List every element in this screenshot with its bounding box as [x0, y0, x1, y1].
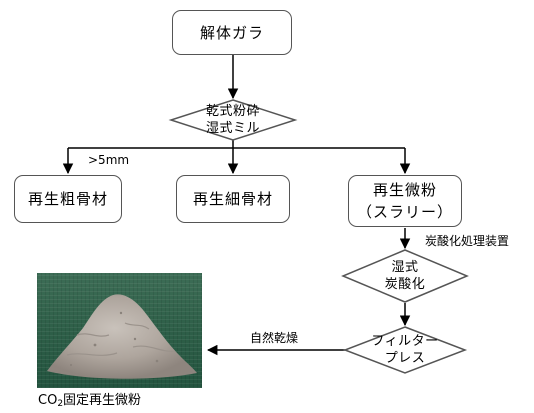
node-wet-carbonation: 湿式 炭酸化 — [343, 259, 467, 293]
node-recycled-fine-aggregate: 再生細骨材 — [176, 175, 290, 223]
size-note: >5mm — [88, 153, 130, 167]
node-wet-carbonation-line2: 炭酸化 — [384, 277, 426, 292]
node-wet-carbonation-line1: 湿式 — [391, 260, 419, 275]
caption-prefix: CO — [38, 393, 58, 408]
powder-pile-image — [47, 294, 197, 379]
node-recycled-coarse-aggregate: 再生粗骨材 — [14, 175, 122, 223]
drying-note: 自然乾燥 — [250, 331, 299, 345]
node-crushing-milling: 乾式粉砕 湿式ミル — [171, 103, 295, 137]
device-note: 炭酸化処理装置 — [425, 234, 510, 248]
photo-caption: CO2固定再生微粉 — [38, 392, 141, 413]
node-recycled-powder-line1: 再生微粉 — [372, 181, 437, 199]
caption-subscript: 2 — [57, 399, 64, 409]
node-crushing-line2: 湿式ミル — [205, 121, 260, 136]
node-filter-press-line1: フィルター — [371, 334, 439, 349]
decision-carbonation — [341, 249, 469, 303]
powder-photo — [37, 273, 202, 388]
node-demolition-debris-label: 解体ガラ — [199, 23, 264, 42]
node-recycled-coarse-label: 再生粗骨材 — [27, 190, 108, 208]
node-recycled-fine-label: 再生細骨材 — [192, 190, 273, 208]
node-filter-press: フィルター プレス — [345, 333, 465, 367]
decision-filter — [342, 326, 468, 374]
node-recycled-powder: 再生微粉 （スラリー） — [348, 175, 462, 227]
node-filter-press-line2: プレス — [384, 351, 426, 366]
caption-suffix: 固定再生微粉 — [63, 393, 142, 408]
node-demolition-debris: 解体ガラ — [172, 10, 292, 55]
node-recycled-powder-line2: （スラリー） — [356, 203, 453, 221]
node-crushing-line1: 乾式粉砕 — [205, 104, 260, 119]
decision-crush — [168, 99, 298, 141]
